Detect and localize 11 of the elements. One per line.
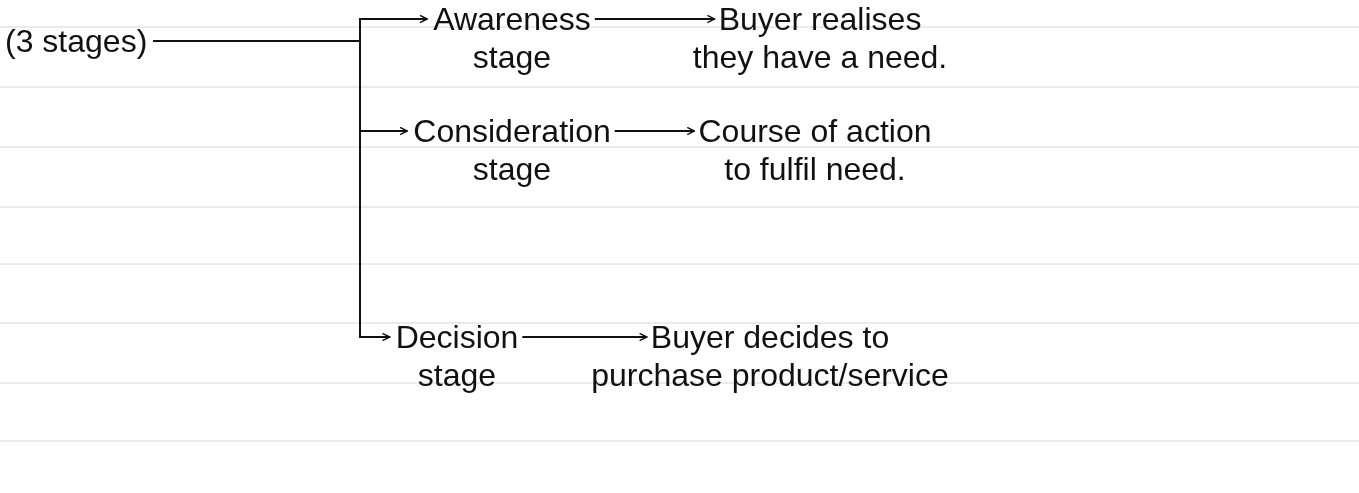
stage-label: Awareness stage [433,0,591,77]
description-text: Buyer realises they have a need. [691,0,949,77]
arrow [593,14,716,24]
stage-label: Consideration stage [413,112,611,189]
arrow [613,126,696,136]
description-text: Course of action to fulfil need. [697,112,933,189]
arrow [152,40,391,342]
topic-label: (3 stages) [5,22,148,61]
description-text: Buyer decides to purchase product/service [590,318,950,395]
stage-label: Decision stage [395,318,519,395]
arrow [521,332,648,342]
